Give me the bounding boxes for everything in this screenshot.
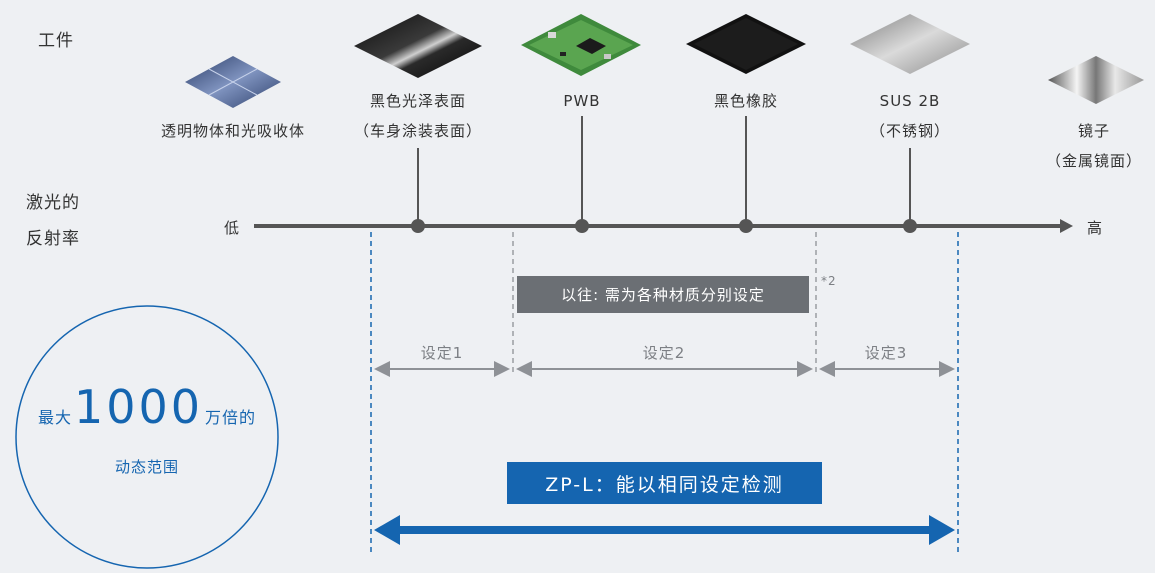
axis-high-label: 高 xyxy=(1087,219,1104,237)
material-label-sus: SUS 2B （不锈钢） xyxy=(869,92,951,140)
axis-title-line2: 反射率 xyxy=(26,229,80,249)
dynamic-range-circle xyxy=(15,305,279,569)
black-rubber-image xyxy=(686,14,806,74)
mirror-image xyxy=(1048,56,1144,104)
material-label-black-gloss: 黑色光泽表面 （车身涂装表面） xyxy=(353,92,483,140)
transparent-solar-cell-image xyxy=(185,56,281,108)
material-label-mirror: 镜子 （金属镜面） xyxy=(1045,122,1143,170)
material-label-pwb: PWB xyxy=(563,92,601,110)
workpiece-label: 工件 xyxy=(38,31,74,51)
setting-1-label: 设定1 xyxy=(420,344,464,362)
material-label-black-rubber: 黑色橡胶 xyxy=(713,92,779,110)
material-label-transparent: 透明物体和光吸收体 xyxy=(160,122,306,140)
stainless-steel-image xyxy=(850,14,970,74)
axis-low-label: 低 xyxy=(224,219,241,237)
setting-2-label: 设定2 xyxy=(642,344,686,362)
dynamic-range-subtitle: 动态范围 xyxy=(114,458,180,476)
zp-l-tag: ZP-L：能以相同设定检测 xyxy=(507,462,822,504)
setting-3-label: 设定3 xyxy=(864,344,908,362)
dynamic-range-headline: 最大 1000 万倍的 xyxy=(37,380,257,434)
black-gloss-surface-image xyxy=(354,14,482,78)
reflectance-axis xyxy=(254,219,1073,233)
range-guides xyxy=(370,232,959,556)
pwb-board-image xyxy=(521,14,641,76)
zp-range-arrow xyxy=(374,515,955,545)
previous-method-tag: 以往: 需为各种材质分别设定 xyxy=(517,276,809,313)
axis-title-line1: 激光的 xyxy=(26,193,80,213)
material-connectors xyxy=(417,116,911,226)
footnote-mark: *2 xyxy=(821,274,837,288)
